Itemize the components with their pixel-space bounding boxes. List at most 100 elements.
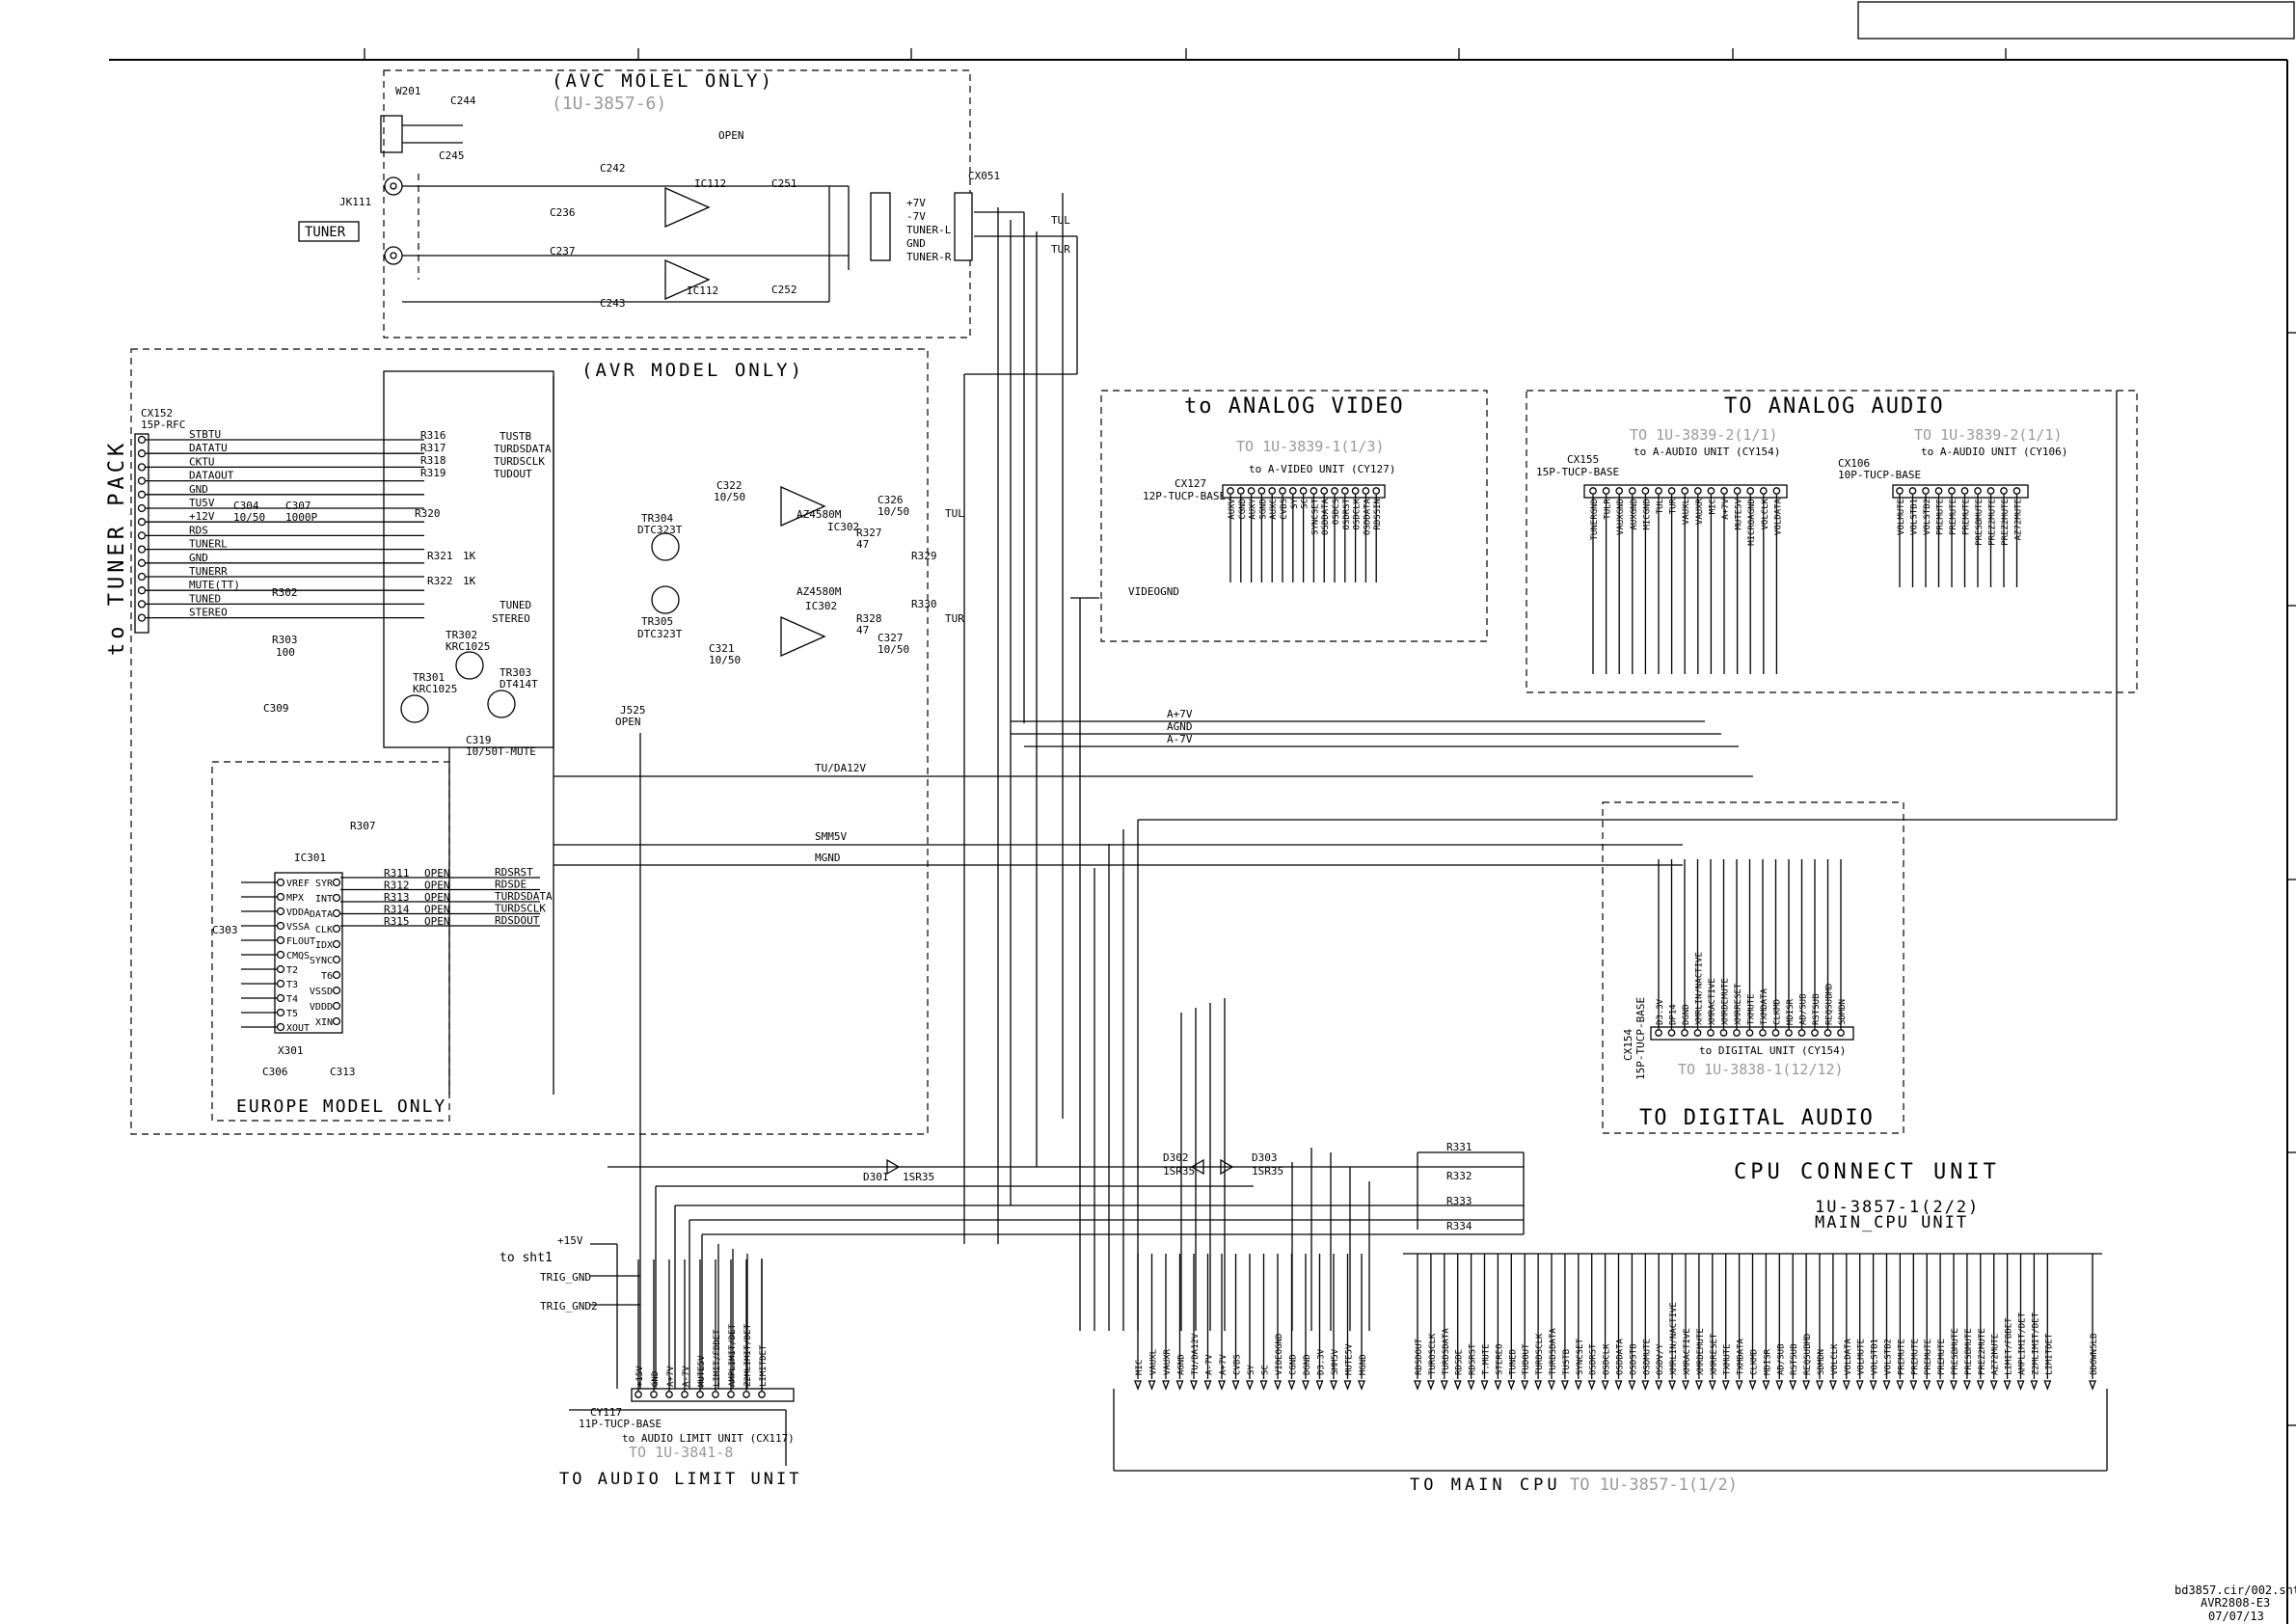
cx152-label-2: CKTU <box>189 455 215 468</box>
cpu-b-label-20: XMRACTIVE <box>1683 1328 1692 1375</box>
cpu-b-arrow-17 <box>1641 1380 1650 1391</box>
cpu-b-label-27: AD/SUB <box>1776 1343 1786 1375</box>
j525-label: J525 <box>620 704 646 717</box>
cpu-b-arrow-47 <box>2043 1380 2052 1391</box>
tuner-box <box>298 221 360 242</box>
avc-circuit: TUNER JK111 W201 CX051 +7V -7V TUNER-L G… <box>298 85 1000 310</box>
cx127-pin-7 <box>1299 487 1308 495</box>
c243-label: C243 <box>600 297 626 310</box>
ic301-rlabel-2: DATA <box>310 909 333 920</box>
tr302-symbol <box>455 651 484 680</box>
drawing-frame <box>109 1 2296 1624</box>
cpu-b-label-42: PREZ2MUTE <box>1978 1328 1987 1375</box>
cx155-label-14: VOLDATA <box>1773 498 1783 535</box>
cx106-pin-6 <box>1974 487 1982 495</box>
cx155-connector: CX155 15P-TUCP-BASE to A-AUDIO UNIT (CY1… <box>1536 426 1788 674</box>
rds-res-label-3: R314 <box>384 904 410 916</box>
cpu-b-arrow-10 <box>1548 1380 1555 1391</box>
cpu-b-label-26: MDISR <box>1763 1348 1772 1375</box>
cx106-pin-4 <box>1948 487 1956 495</box>
cpu-a-arrow-12 <box>1302 1380 1310 1391</box>
cx152-pin-9 <box>137 558 147 567</box>
r307-label: R307 <box>350 820 376 832</box>
cx155-label-8: VAUXR <box>1695 498 1705 525</box>
cx154-to: to DIGITAL UNIT (CY154) <box>1699 1044 1846 1057</box>
c319-value: 10/50T-MUTE <box>466 745 536 758</box>
cpu-b-arrow-25 <box>1748 1380 1757 1391</box>
cpu-b-label-7: TUNED <box>1508 1349 1518 1375</box>
cx127-label: CX127 <box>1175 477 1206 490</box>
cx127-label-10: OSDCS <box>1332 499 1341 525</box>
cpu-b-label-30: SDMDN <box>1817 1349 1826 1375</box>
digital-audio-box <box>1602 801 1904 1134</box>
ic301-llabel-3: VSSA <box>286 922 310 933</box>
cpu-b-arrow-42 <box>1976 1380 1985 1391</box>
cx155-pin-10 <box>1720 487 1728 495</box>
d303-type: 1SR35 <box>1252 1165 1283 1177</box>
cx106-label-5: PREMUTE <box>1962 499 1972 535</box>
cx155-label-0: TUNERGND <box>1590 499 1600 540</box>
cx155-pin-0 <box>1589 487 1597 495</box>
cx127-pin-6 <box>1288 487 1297 495</box>
cx152-connector: CX152 15P-RFC STBTUDATATUCKTUDATAOUTGNDT… <box>134 407 424 634</box>
cpu-b-arrow-28 <box>1789 1380 1797 1391</box>
cx154-pin-9 <box>1771 1029 1780 1037</box>
cpu-a-label-0: MIC <box>1135 1360 1145 1375</box>
cpu-b-arrow-45 <box>2016 1380 2025 1391</box>
rds-res-value-3: OPEN <box>424 904 450 916</box>
ic301-llabel-0: VREF <box>286 879 310 889</box>
cx152-label-10: TUNERR <box>189 565 228 578</box>
avc-section-ref: (1U-3857-6) <box>552 94 666 114</box>
cx127-label-0: AUXV <box>1228 498 1237 519</box>
ic301-rlabel-8: VDDD <box>310 1002 333 1013</box>
cpu-c-arrow-0 <box>2089 1380 2096 1391</box>
cx155-label-5: TUL <box>1656 499 1665 514</box>
cx155-pin-5 <box>1655 487 1662 495</box>
cx127-type: 12P-TUCP-BASE <box>1143 490 1226 502</box>
cx154-label-4: XMRACTIVE <box>1708 978 1717 1025</box>
cx154-label-9: CLKMD <box>1773 999 1783 1025</box>
cpu-b-arrow-30 <box>1816 1380 1823 1391</box>
cpu-a-label-9: SC <box>1261 1365 1271 1375</box>
smm5v-label: SMM5V <box>815 830 847 843</box>
r318-label: R318 <box>420 454 446 467</box>
cx155-ref: TO 1U-3839-2(1/1) <box>1630 426 1778 444</box>
cpu-a-label-16: MGND <box>1359 1354 1368 1375</box>
avc-pin-p7v: +7V <box>906 197 926 209</box>
j525-value: OPEN <box>615 716 641 728</box>
cpu-b-arrow-44 <box>2003 1380 2012 1391</box>
cpu-b-label-28: RSTSUB <box>1790 1343 1799 1375</box>
cpu-b-label-43: AZ72MUTE <box>1991 1334 2001 1375</box>
d302-label: D302 <box>1163 1151 1189 1164</box>
ic301-lpin-5 <box>276 950 285 960</box>
cx155-label-2: VAUXGND <box>1616 499 1626 535</box>
cx155-label-7: VAUXL <box>1682 499 1691 525</box>
cx051-label: CX051 <box>968 170 1000 182</box>
cx155-pin-12 <box>1746 487 1755 495</box>
cx152-pin-2 <box>137 463 147 472</box>
cpu-b-arrow-24 <box>1735 1380 1743 1391</box>
avc-pin-gnd: GND <box>906 237 926 250</box>
analog-audio-box <box>1526 390 2138 693</box>
r303-label: R303 <box>272 634 298 646</box>
cx154-label-8: TXMDATA <box>1760 988 1769 1025</box>
cx152-pin-12 <box>137 600 147 609</box>
cy117-label-8: LIMITDET <box>759 1344 769 1387</box>
cx155-pin-8 <box>1693 487 1702 495</box>
avc-pin-m7v: -7V <box>906 210 926 223</box>
cx152-pin-7 <box>137 531 147 540</box>
cx106-pin-3 <box>1934 487 1943 495</box>
tu-sig-2: TURDSCLK <box>494 455 545 468</box>
cpu-a-label-1: VAUXL <box>1149 1349 1159 1375</box>
cpu-b-arrow-12 <box>1574 1380 1582 1391</box>
cpu-a-arrow-1 <box>1148 1380 1156 1391</box>
ic112-b-label: IC112 <box>687 284 718 297</box>
cy117-pin-5 <box>712 1391 719 1398</box>
a7v-label: A+7V <box>1167 708 1193 720</box>
cpu-a-label-12: DGND <box>1303 1354 1312 1375</box>
ic302-b-type: AZ4580M <box>797 585 842 598</box>
stereo-label: STEREO <box>492 612 530 625</box>
p15v-label: +15V <box>557 1234 583 1247</box>
cpu-a-label-7: CVBS <box>1233 1354 1243 1375</box>
cx155-label-3: AUXGND <box>1630 499 1639 530</box>
